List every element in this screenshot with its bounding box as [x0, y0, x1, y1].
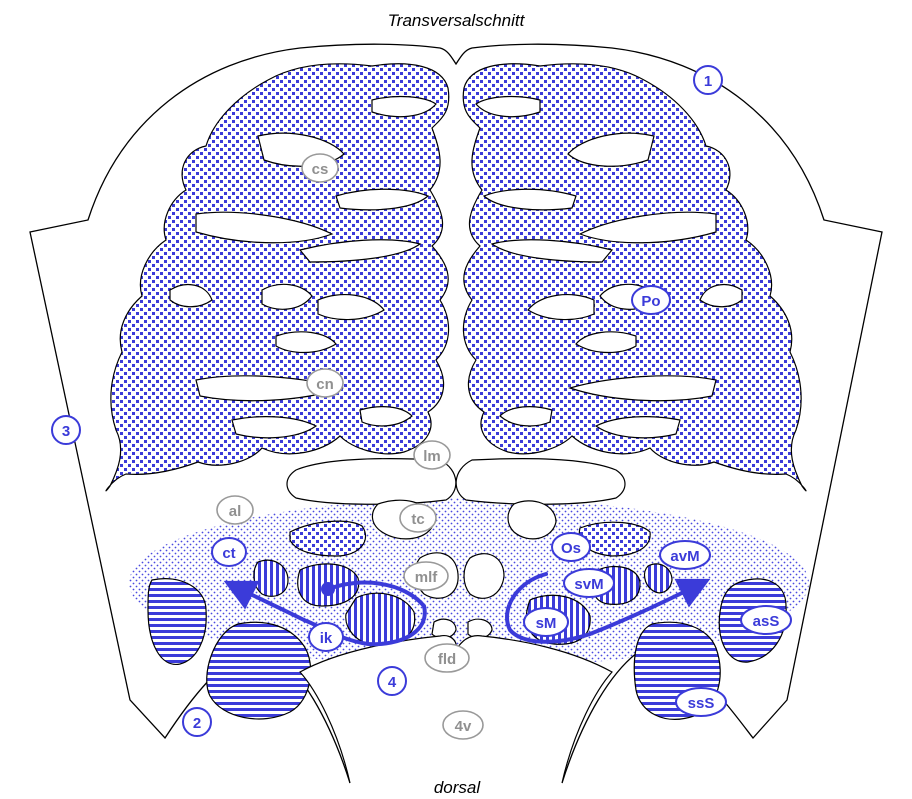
nucleus-left-outer [148, 579, 206, 665]
number-label-3: 3 [52, 416, 80, 444]
number-label-4: 4 [378, 667, 406, 695]
svg-text:Os: Os [561, 540, 581, 557]
lemniscus-band-right [456, 459, 625, 505]
label-cn: cn [307, 369, 343, 397]
number-label-2: 2 [183, 708, 211, 736]
label-cs: cs [302, 154, 338, 182]
label-fld: fld [425, 644, 469, 672]
svg-text:mlf: mlf [415, 569, 439, 586]
label-4v: 4v [443, 711, 483, 739]
label-tc: tc [400, 504, 436, 532]
svg-text:1: 1 [704, 73, 712, 90]
label-ass: asS [741, 606, 791, 634]
svg-text:4v: 4v [455, 718, 472, 735]
svg-text:cs: cs [312, 161, 329, 178]
svg-text:2: 2 [193, 715, 201, 732]
svg-text:Po: Po [641, 293, 660, 310]
svg-text:ct: ct [222, 545, 235, 562]
label-ik: ik [309, 623, 343, 651]
svg-text:4: 4 [388, 674, 397, 691]
dorsal-label: dorsal [434, 778, 482, 797]
label-avm: avM [660, 541, 710, 569]
mlf-right [464, 554, 504, 599]
section-title: Transversalschnitt [388, 11, 526, 30]
svg-text:svM: svM [574, 576, 603, 593]
svg-text:tc: tc [411, 511, 424, 528]
label-lm: lm [414, 441, 450, 469]
label-al: al [217, 496, 253, 524]
svg-text:lm: lm [423, 448, 441, 465]
svg-text:3: 3 [62, 423, 70, 440]
label-ct: ct [212, 538, 246, 566]
svg-text:sM: sM [536, 615, 557, 632]
pathway-origin-dot [321, 582, 335, 596]
nucleus-left-lower [207, 622, 311, 719]
trapezoid-body-right [508, 501, 556, 539]
svg-text:al: al [229, 503, 242, 520]
label-sss: ssS [676, 688, 726, 716]
label-mlf: mlf [404, 562, 448, 590]
number-label-1: 1 [694, 66, 722, 94]
svg-text:ssS: ssS [688, 695, 715, 712]
label-os: Os [552, 533, 590, 561]
svg-text:ik: ik [320, 630, 333, 647]
label-sm: sM [524, 608, 568, 636]
label-svm: svM [564, 569, 614, 597]
svg-text:fld: fld [438, 651, 456, 668]
svg-text:avM: avM [670, 548, 699, 565]
svg-text:asS: asS [753, 613, 780, 630]
label-po: Po [632, 286, 670, 314]
svg-text:cn: cn [316, 376, 334, 393]
